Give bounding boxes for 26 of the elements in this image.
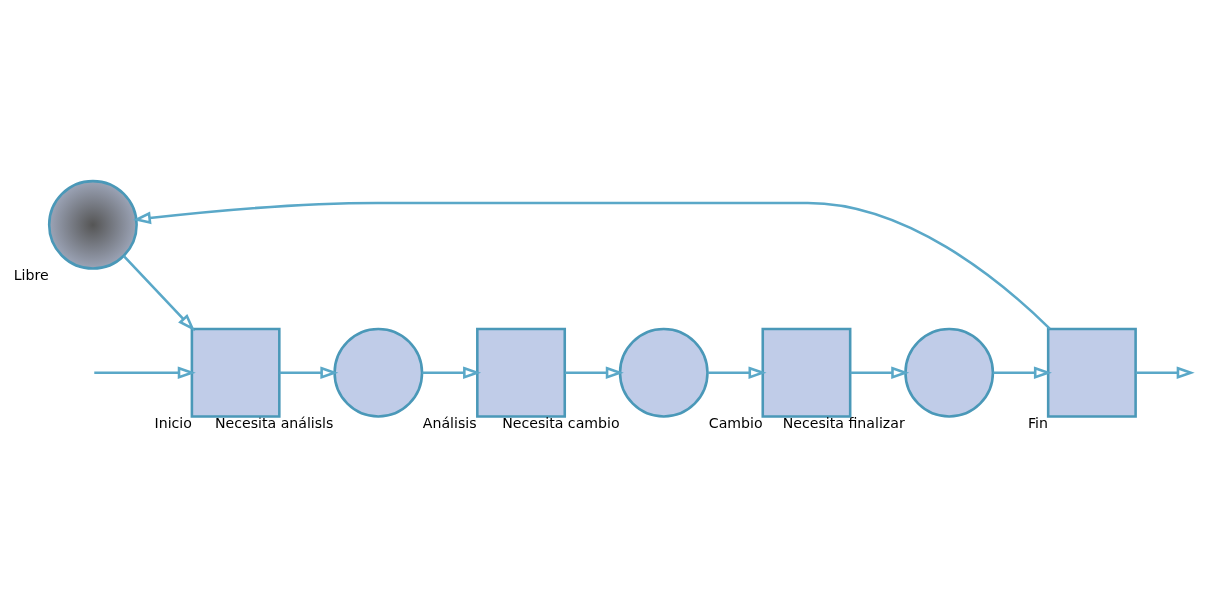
arrow	[707, 365, 767, 379]
arrow	[1135, 365, 1195, 379]
node-label: Análisis	[422, 414, 477, 431]
arrow	[850, 365, 910, 379]
node-label: Cambio	[708, 414, 763, 431]
node-label: Necesita cambio	[502, 414, 620, 431]
node-label: Necesita análisls	[214, 414, 334, 431]
arrow	[132, 201, 1051, 329]
node-label: Necesita finalizar	[782, 414, 905, 431]
node-label: Inicio	[154, 414, 192, 431]
node-circle	[333, 327, 424, 418]
node-box	[761, 327, 852, 418]
node-box	[1046, 327, 1137, 418]
arrow	[94, 365, 196, 379]
node-box	[190, 327, 281, 418]
node-circle	[618, 327, 709, 418]
node-box	[476, 327, 567, 418]
arrow	[565, 365, 624, 379]
node-label: Libre	[13, 266, 49, 283]
node-circle	[904, 327, 995, 418]
arrow	[422, 365, 482, 379]
node-circle	[47, 179, 138, 270]
arrow	[279, 365, 339, 379]
node-label: Fin	[1027, 414, 1048, 431]
arrow	[122, 254, 196, 331]
arrow	[993, 365, 1052, 379]
